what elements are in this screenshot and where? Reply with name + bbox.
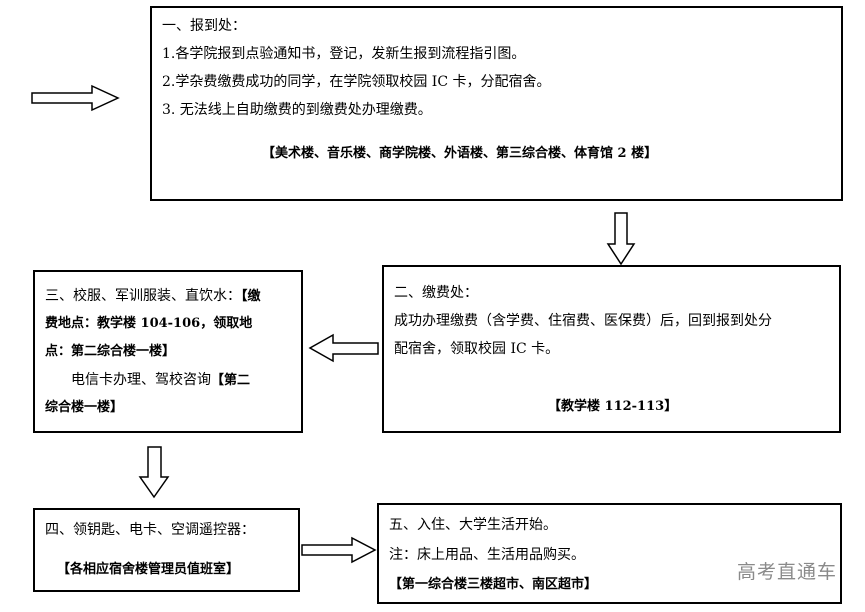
uniform-line-1: 三、校服、军训服装、直饮水：【缴 [45, 286, 261, 307]
watermark: 高考直通车 [736, 561, 837, 583]
registration-item-3: 3. 无法线上自助缴费的到缴费处办理缴费。 [162, 102, 432, 118]
box-payment: 二、缴费处： 成功办理缴费（含学费、住宿费、医保费）后，回到报到处分 配宿舍，领… [382, 265, 841, 433]
uniform-line-2: 费地点：教学楼 104-106，领取地 [45, 316, 253, 331]
payment-text-line-2: 配宿舍，领取校园 IC 卡。 [394, 341, 560, 357]
checkin-location: 【第一综合楼三楼超市、南区超市】 [389, 577, 598, 592]
box-checkin: 五、入住、大学生活开始。 注：床上用品、生活用品购买。 【第一综合楼三楼超市、南… [377, 503, 842, 604]
payment-text-line-1: 成功办理缴费（含学费、住宿费、医保费）后，回到报到处分 [394, 313, 772, 329]
uniform-title: 三、校服、军训服装、直饮水： [45, 288, 241, 304]
box-uniform: 三、校服、军训服装、直饮水：【缴 费地点：教学楼 104-106，领取地 点：第… [33, 270, 303, 433]
uniform-location-start: 【缴 [241, 289, 261, 304]
keys-location: 【各相应宿舍楼管理员值班室】 [57, 562, 240, 577]
telecom-location-start: 【第二 [211, 373, 251, 388]
entry-arrow [31, 84, 120, 112]
arrow-box4-to-box5 [301, 536, 377, 564]
registration-location: 【美术楼、音乐楼、商学院楼、外语楼、第三综合楼、体育馆 2 楼】 [262, 146, 658, 161]
checkin-title: 五、入住、大学生活开始。 [389, 517, 557, 533]
keys-title: 四、领钥匙、电卡、空调遥控器： [45, 522, 255, 538]
registration-item-1: 1.各学院报到点验通知书，登记，发新生报到流程指引图。 [162, 46, 526, 62]
payment-location: 【教学楼 112-113】 [548, 399, 678, 414]
uniform-line-3: 点：第二综合楼一楼】 [45, 344, 176, 359]
uniform-line-5: 综合楼一楼】 [45, 400, 124, 415]
registration-item-2: 2.学杂费缴费成功的同学，在学院领取校园 IC 卡，分配宿舍。 [162, 74, 551, 90]
registration-title: 一、报到处： [162, 18, 246, 34]
box-registration: 一、报到处： 1.各学院报到点验通知书，登记，发新生报到流程指引图。 2.学杂费… [150, 6, 843, 201]
uniform-line-4: 电信卡办理、驾校咨询【第二 [71, 370, 250, 391]
telecom-text: 电信卡办理、驾校咨询 [71, 372, 211, 388]
arrow-box3-to-box4 [138, 446, 170, 499]
box-keys: 四、领钥匙、电卡、空调遥控器： 【各相应宿舍楼管理员值班室】 [33, 508, 300, 592]
checkin-note: 注：床上用品、生活用品购买。 [389, 547, 585, 563]
payment-title: 二、缴费处： [394, 285, 478, 301]
arrow-box1-to-box2 [606, 212, 636, 266]
arrow-box2-to-box3 [308, 333, 379, 363]
